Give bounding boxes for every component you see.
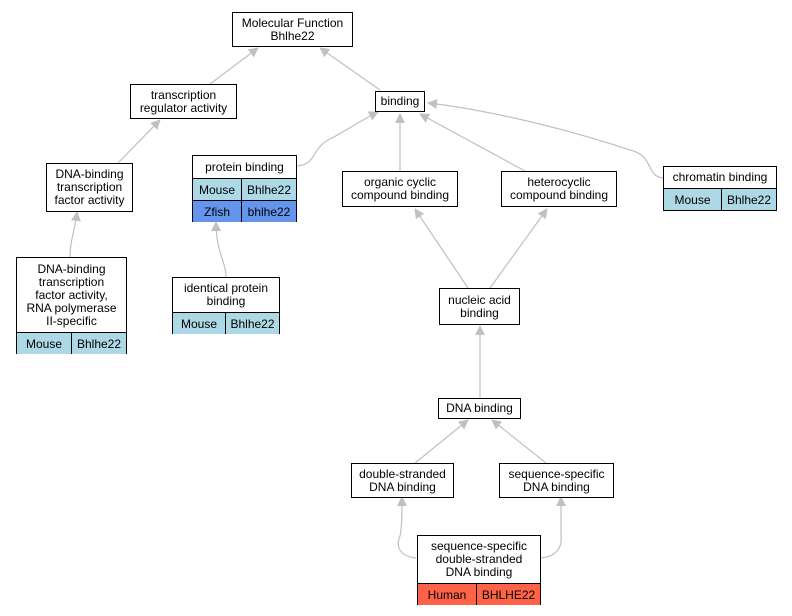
edge-tra-mf: [209, 47, 259, 85]
edge-nab-hcb: [489, 208, 548, 289]
node-label: protein binding: [193, 156, 296, 179]
edge-ssdna-dnab: [491, 419, 547, 464]
node-binding[interactable]: binding: [375, 91, 425, 112]
gene-cell: Bhlhe22: [225, 313, 279, 334]
gene-cell: BHLHE22: [476, 584, 540, 605]
gene-cell: Bhlhe22: [71, 333, 126, 354]
node-transcription-regulator-activity[interactable]: transcription regulator activity: [130, 84, 237, 119]
gene-cell: Bhlhe22: [241, 179, 296, 200]
node-heterocyclic-compound-binding[interactable]: heterocyclic compound binding: [501, 171, 617, 207]
node-organic-cyclic-compound-binding[interactable]: organic cyclic compound binding: [342, 171, 458, 207]
annotation-row: Mouse Bhlhe22: [17, 333, 126, 354]
node-molecular-function[interactable]: Molecular Function Bhlhe22: [232, 12, 353, 47]
edge-chromatin-binding: [427, 99, 664, 179]
species-cell: Human: [418, 584, 476, 605]
edge-ssds-dsdna: [396, 496, 417, 559]
edge-ssds-ssdna: [540, 496, 566, 559]
node-sequence-specific-double-stranded-dna-binding[interactable]: sequence-specific double-stranded DNA bi…: [417, 535, 541, 605]
edge-dsdna-dnab: [414, 419, 469, 464]
gene-cell: Bhlhe22: [721, 189, 776, 210]
node-label: identical protein binding: [173, 278, 279, 313]
edge-ipb-pb: [211, 221, 227, 278]
node-label: DNA-binding transcription factor activit…: [17, 258, 126, 333]
annotation-row: Mouse Bhlhe22: [173, 313, 279, 334]
node-sequence-specific-dna-binding[interactable]: sequence-specific DNA binding: [499, 463, 614, 498]
edge-binding-mf: [319, 47, 381, 91]
annotation-row: Human BHLHE22: [418, 584, 540, 605]
edge-nab-ocb: [414, 208, 469, 289]
node-nucleic-acid-binding[interactable]: nucleic acid binding: [439, 288, 520, 325]
species-cell: Mouse: [173, 313, 225, 334]
node-dna-binding-transcription-factor-activity-rna-polymerase-ii-specific[interactable]: DNA-binding transcription factor activit…: [16, 257, 127, 354]
node-dna-binding[interactable]: DNA binding: [438, 398, 521, 419]
annotation-row: Mouse Bhlhe22: [664, 189, 776, 210]
node-double-stranded-dna-binding[interactable]: double-stranded DNA binding: [351, 463, 454, 498]
node-protein-binding[interactable]: protein binding Mouse Bhlhe22 Zfish bhlh…: [192, 155, 297, 222]
node-label: chromatin binding: [664, 167, 776, 189]
node-label: sequence-specific double-stranded DNA bi…: [418, 536, 540, 584]
gene-cell: bhlhe22: [241, 201, 296, 222]
species-cell: Mouse: [17, 333, 71, 354]
edge-hcb-binding: [419, 113, 526, 172]
species-cell: Mouse: [664, 189, 721, 210]
edge-dbtfa-tra: [117, 119, 161, 164]
annotation-row: Zfish bhlhe22: [193, 200, 296, 222]
species-cell: Zfish: [193, 201, 241, 222]
edge-pb-binding: [296, 111, 379, 167]
species-cell: Mouse: [193, 179, 241, 200]
node-chromatin-binding[interactable]: chromatin binding Mouse Bhlhe22: [663, 166, 777, 211]
annotation-row: Mouse Bhlhe22: [193, 179, 296, 200]
node-dna-binding-transcription-factor-activity[interactable]: DNA-binding transcription factor activit…: [46, 163, 133, 212]
node-identical-protein-binding[interactable]: identical protein binding Mouse Bhlhe22: [172, 277, 280, 334]
edge-dbtfa2-dbtfa: [69, 211, 81, 259]
